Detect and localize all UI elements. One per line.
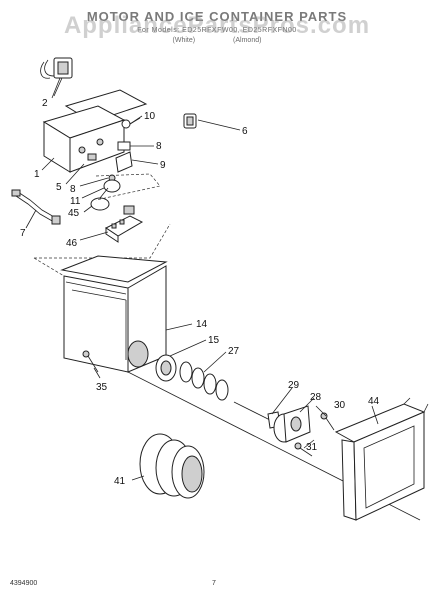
part-31-screw (294, 442, 313, 457)
callout-1: 1 (34, 169, 40, 180)
part-28-motor (273, 405, 311, 443)
callout-44: 44 (368, 396, 380, 407)
part-45-switch (90, 187, 110, 211)
model-numbers: For Models: ED25RFXFW00, ED25RFXFN00 (137, 27, 297, 34)
callout-7: 7 (20, 228, 26, 239)
callout-14: 14 (196, 319, 208, 330)
callout-30: 30 (334, 400, 346, 411)
callout-45: 45 (68, 208, 80, 219)
part-46-bracket (105, 205, 144, 243)
document-number: 4394900 (10, 580, 38, 587)
callout-8b: 8 (70, 184, 76, 195)
callout-31: 31 (306, 442, 318, 453)
color-almond-label: (Almond) (233, 37, 262, 44)
callout-8a: 8 (156, 141, 162, 152)
callout-29: 29 (288, 380, 300, 391)
callout-35: 35 (96, 382, 108, 393)
bracket-alignment-lines (33, 223, 171, 277)
watermark: AppliancePartsPros.com (63, 12, 371, 39)
diagram-title: MOTOR AND ICE CONTAINER PARTS (86, 9, 348, 24)
callout-15: 15 (208, 335, 220, 346)
callout-28: 28 (310, 392, 322, 403)
callout-41: 41 (114, 476, 126, 487)
callout-2: 2 (42, 98, 48, 109)
part-6-bushing (183, 113, 197, 129)
callout-labels: 2 10 6 8 9 1 5 8 11 45 7 46 14 15 27 35 … (20, 98, 380, 487)
part-14-ice-container (60, 255, 421, 521)
color-white-label: (White) (172, 37, 196, 44)
part-44-front-housing (334, 397, 429, 521)
callout-11: 11 (70, 196, 81, 207)
part-11-cam (103, 179, 121, 193)
part-29-coupler (233, 401, 281, 429)
part-15-bearing (155, 354, 177, 382)
part-9-bracket (115, 151, 133, 173)
color-labels: (White) (Almond) (0, 37, 434, 44)
part-27-spring (179, 361, 229, 401)
callout-10: 10 (144, 111, 156, 122)
callout-6: 6 (242, 126, 248, 137)
part-30-screw (320, 412, 335, 431)
part-1-motor-bracket (42, 89, 148, 173)
callout-9: 9 (160, 160, 166, 171)
bracket-hidden-lines (95, 173, 161, 201)
callout-27: 27 (228, 346, 240, 357)
page-number: 7 (212, 580, 216, 587)
part-41-auger (139, 433, 205, 499)
part-7-wire-harness (11, 189, 61, 225)
callout-5: 5 (56, 182, 62, 193)
callout-46: 46 (66, 238, 78, 249)
leader-lines (25, 77, 379, 481)
part-2-connector (40, 57, 73, 99)
part-35-screw (82, 350, 99, 373)
